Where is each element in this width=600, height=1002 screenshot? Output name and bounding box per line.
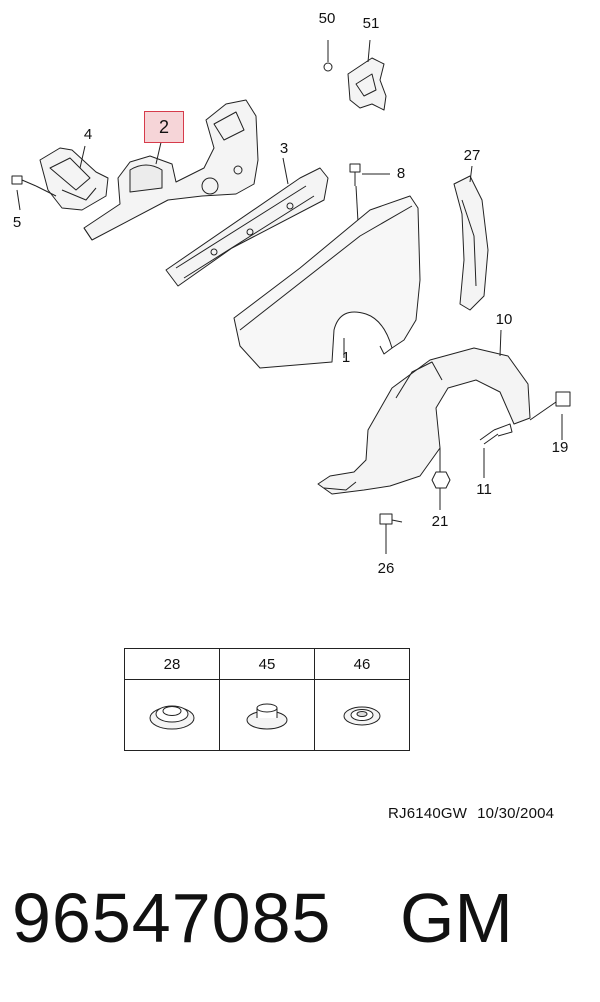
fastener-header-28: 28 — [124, 648, 220, 680]
callout-10: 10 — [495, 311, 513, 328]
fastener-46-cell — [314, 679, 410, 751]
part-5-bolt-drawing — [11, 175, 57, 211]
part-1-fender-drawing — [233, 195, 421, 369]
part-10-liner-drawing — [317, 329, 531, 495]
part-27-seal-drawing — [453, 165, 489, 311]
fastener-45-cell — [219, 679, 315, 751]
callout-51: 51 — [362, 15, 380, 32]
callout-19: 19 — [551, 439, 569, 456]
fastener-header-45: 45 — [219, 648, 315, 680]
brand-name: GM — [400, 879, 513, 957]
part-3-upper-rail-drawing — [165, 157, 329, 287]
part-26-screw-drawing — [379, 513, 403, 554]
part-21-nut-drawing — [431, 448, 451, 510]
grommet-46-drawing — [343, 706, 381, 725]
fastener-28-cell — [124, 679, 220, 751]
callout-11: 11 — [476, 481, 492, 498]
part-number: 96547085 — [12, 879, 332, 957]
drawing-code: RJ6140GW — [388, 805, 468, 822]
part-51-bracket-drawing — [347, 39, 387, 111]
part-8-bolt-drawing — [349, 163, 390, 223]
callout-1: 1 — [341, 349, 351, 366]
callout-5: 5 — [12, 214, 22, 231]
callout-8: 8 — [396, 165, 406, 182]
grommet-45-drawing — [246, 703, 288, 729]
callout-50: 50 — [318, 10, 336, 27]
callout-21: 21 — [431, 513, 449, 530]
drawing-reference: RJ6140GW 10/30/2004 — [388, 805, 564, 822]
callout-2-highlighted: 2 — [144, 111, 184, 143]
callout-3: 3 — [279, 140, 289, 157]
callout-27: 27 — [463, 147, 481, 164]
part-11-screw-drawing — [479, 423, 513, 478]
part-2-side-rail-drawing — [83, 99, 259, 241]
part-4-bracket-drawing — [39, 145, 109, 211]
drawing-date: 10/30/2004 — [477, 805, 555, 822]
grommet-28-drawing — [149, 705, 195, 729]
callout-4: 4 — [83, 126, 93, 143]
part-19-clip-drawing — [529, 391, 571, 440]
part-50-bolt-drawing — [323, 40, 333, 72]
fastener-header-46: 46 — [314, 648, 410, 680]
fastener-table: 28 45 46 — [124, 648, 410, 751]
callout-26: 26 — [377, 560, 395, 577]
exploded-parts-diagram — [11, 39, 571, 554]
